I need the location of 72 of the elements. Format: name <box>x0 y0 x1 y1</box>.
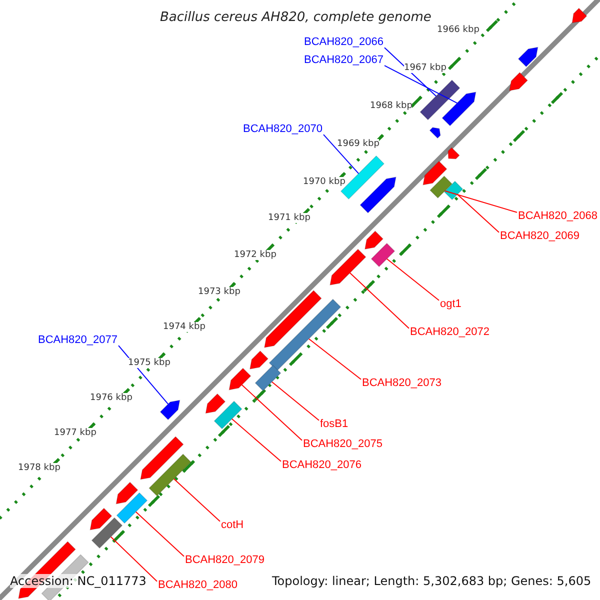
gene-block <box>228 368 252 390</box>
kbp-label: 1969 kbp <box>337 138 380 150</box>
gene-bar <box>116 492 148 524</box>
gene-label: BCAH820_2067 <box>304 54 384 68</box>
gene-bar <box>430 176 453 199</box>
gene-block <box>429 127 441 139</box>
gene-label: BCAH820_2066 <box>304 36 384 50</box>
gene-block <box>249 350 269 370</box>
kbp-label: 1978 kbp <box>18 462 60 474</box>
gene-label: BCAH820_2068 <box>518 210 598 224</box>
gene-block <box>90 508 112 530</box>
kbp-label: 1973 kbp <box>198 286 240 298</box>
gene-label: BCAH820_2069 <box>500 230 580 244</box>
gene-block <box>364 230 384 250</box>
gene-label: BCAH820_2070 <box>243 123 323 137</box>
accession-label: Accession: NC_011773 <box>10 574 146 588</box>
gene-block <box>140 436 184 480</box>
gene-bar <box>91 517 123 549</box>
kbp-label: 1972 kbp <box>234 250 276 260</box>
leader-line <box>135 511 184 557</box>
genome-summary-label: Topology: linear; Length: 5,302,683 bp; Genes: 5,605 <box>272 574 592 588</box>
gene-block <box>572 8 588 24</box>
gene-label: ogt1 <box>440 298 462 312</box>
gene-bar <box>254 364 282 392</box>
leader-line <box>349 272 410 329</box>
leader-line <box>231 418 282 462</box>
leader-line <box>308 338 362 380</box>
kbp-label: 1975 kbp <box>128 358 170 368</box>
leader-line <box>444 190 518 213</box>
gene-block <box>160 400 180 420</box>
gene-bar <box>214 400 242 430</box>
diagram-title: Bacillus cereus AH820, complete genome <box>160 10 432 26</box>
kbp-label: 1977 kbp <box>54 428 96 438</box>
kbp-label: 1970 kbp <box>303 176 346 188</box>
gene-bar <box>444 180 464 200</box>
kbp-label: 1971 kbp <box>268 212 310 224</box>
gene-bar <box>148 454 192 496</box>
gene-block <box>508 72 528 92</box>
gene-bar <box>370 242 396 268</box>
leader-line <box>110 536 158 582</box>
gene-block <box>205 393 226 414</box>
leader-line <box>323 134 360 174</box>
gene-label: fosB1 <box>320 418 348 432</box>
gene-block <box>330 248 366 286</box>
gene-bar <box>268 298 342 372</box>
gene-label: BCAH820_2080 <box>158 579 238 593</box>
gene-label: BCAH820_2072 <box>410 326 490 340</box>
kbp-label: 1976 kbp <box>90 392 132 404</box>
gene-label: BCAH820_2077 <box>38 334 118 348</box>
gene-block <box>116 482 138 504</box>
gene-bar <box>420 80 460 120</box>
gene-block <box>442 92 476 126</box>
gene-label: BCAH820_2075 <box>303 438 383 452</box>
kbp-label: 1968 kbp <box>370 100 412 112</box>
gene-label: BCAH820_2073 <box>362 377 442 391</box>
leader-line <box>384 47 437 97</box>
kbp-label: 1974 kbp <box>163 322 206 332</box>
leader-line <box>271 381 320 421</box>
gene-block <box>264 290 322 348</box>
gene-block <box>360 176 396 214</box>
leader-line <box>173 478 220 522</box>
gene-label: cotH <box>221 519 244 533</box>
gene-block <box>518 46 538 68</box>
gene-label: BCAH820_2076 <box>282 459 362 473</box>
leader-line <box>456 194 500 233</box>
leader-line <box>386 258 440 301</box>
kbp-label: 1966 kbp <box>437 24 480 36</box>
leader-line <box>241 384 302 441</box>
kbp-label: 1967 kbp <box>404 62 446 74</box>
gene-block <box>448 147 460 160</box>
gene-label: BCAH820_2079 <box>185 554 265 568</box>
gene-block <box>422 160 448 186</box>
